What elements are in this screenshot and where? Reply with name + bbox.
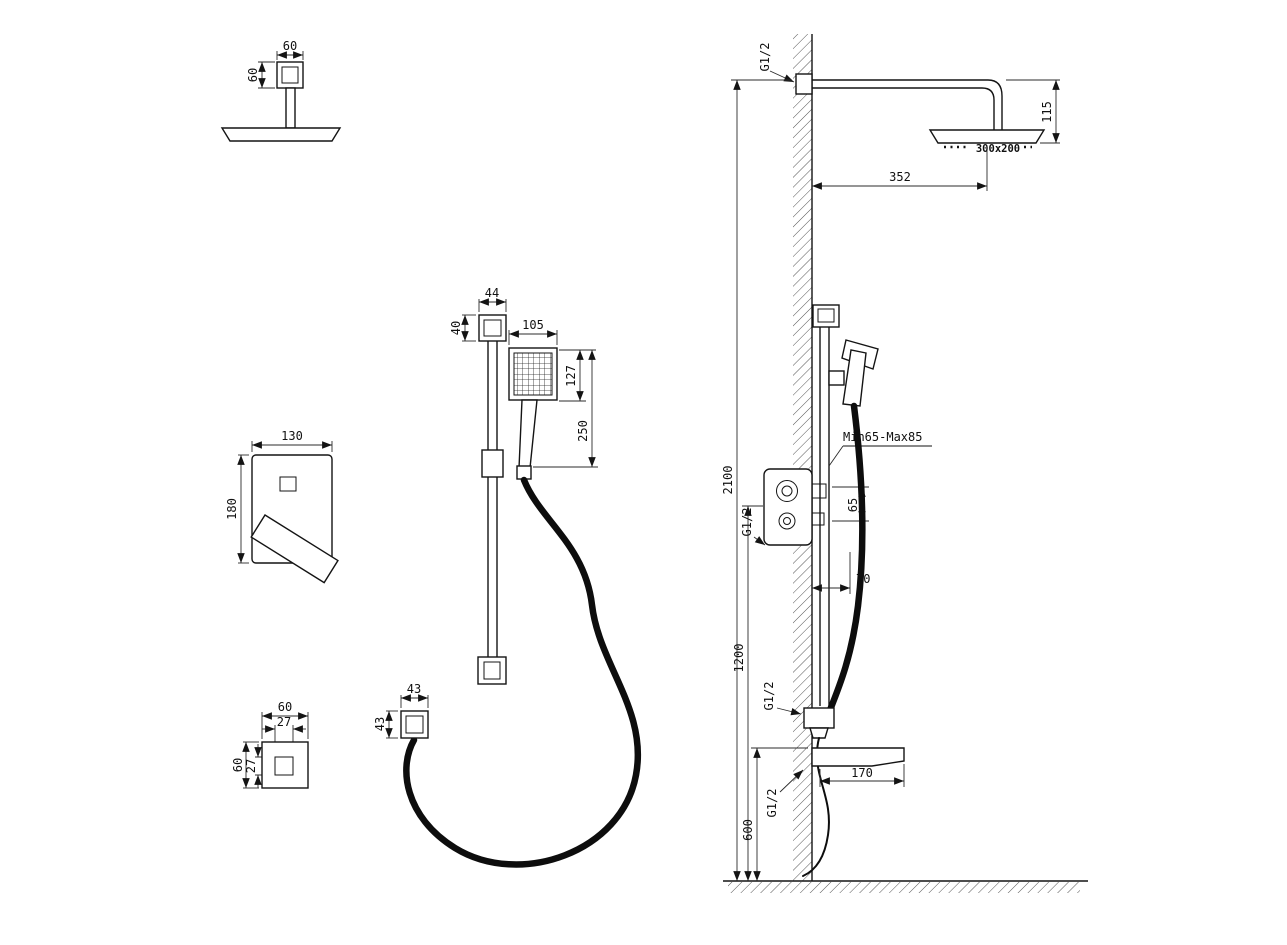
rain-shower-head-side	[928, 129, 1046, 144]
dim-label-spout-inner-height: 27	[244, 759, 258, 773]
dim-label-mixer-height-from-floor: 1200	[732, 644, 746, 673]
overhead-shower-head-detail: 60 60	[220, 39, 342, 142]
mixer-diverter-button	[279, 476, 297, 492]
dim-label-bracket-height: 40	[449, 321, 463, 335]
floor-hatch	[728, 882, 1080, 893]
rail-slider	[481, 449, 504, 478]
hose-nut	[400, 710, 429, 739]
mixer-knob-lower	[778, 512, 796, 530]
label-g12-supply: G1/2	[758, 43, 772, 72]
dim-label-handshower-head-height: 127	[564, 365, 578, 387]
shower-hose	[403, 476, 641, 868]
hand-shower-handle	[518, 399, 538, 469]
dim-label-handshower-width: 105	[522, 318, 544, 332]
label-adjust-range: Min65-Max85	[843, 430, 922, 444]
hose-elbow-nut	[809, 727, 829, 739]
dim-label-bracket-width: 44	[485, 286, 499, 300]
overhead-shower-plate	[220, 127, 342, 142]
mixer-handle-lever	[250, 514, 339, 584]
wall-hatch	[793, 34, 812, 881]
label-g12-mixer: G1/2	[740, 508, 754, 537]
spout-waterway	[274, 756, 294, 776]
hand-shower-holder	[828, 370, 845, 386]
bath-spout-side	[811, 747, 905, 767]
rail-top-bracket	[478, 314, 507, 342]
mixer-front-detail: 130 180	[225, 429, 339, 584]
rail-bottom-bracket	[477, 656, 507, 685]
dim-label-spout-height-from-floor: 600	[741, 819, 755, 841]
dim-label-mixer-height: 180	[225, 498, 239, 520]
dim-label-spout-inner-width: 27	[277, 715, 291, 729]
supply-connection	[795, 73, 813, 95]
wall-rail-top-bracket	[812, 304, 840, 328]
dim-label-head-reach: 352	[889, 170, 911, 184]
dim-label-spout-length: 170	[851, 766, 873, 780]
dim-label-spout-outer-width: 60	[278, 700, 292, 714]
installation-elevation-view: G1/2 300x200 115 352 2100	[721, 34, 1088, 893]
mixer-body-side	[763, 468, 813, 546]
hand-shower-spray-face	[513, 352, 553, 396]
shower-hose-elevation	[826, 402, 866, 714]
dim-label-arm-height: 60	[246, 68, 260, 82]
label-g12-hose: G1/2	[762, 682, 776, 711]
shower-arm-elbow	[276, 61, 304, 89]
dim-label-handshower-length: 250	[576, 420, 590, 442]
dim-label-arm-width: 60	[283, 39, 297, 53]
dim-label-head-drop: 115	[1040, 101, 1054, 123]
dim-label-knob-gap: 65	[846, 498, 860, 512]
label-head-size: 300x200	[976, 143, 1020, 155]
mixer-knob-upper	[776, 480, 798, 502]
spout-section-detail: 60 27 60 27	[231, 700, 309, 789]
dim-label-spout-outer-height: 60	[231, 758, 245, 772]
slide-rail-hand-shower-detail: 44 40 105 127 250 43	[373, 286, 641, 868]
spout-body-section	[261, 741, 309, 789]
label-g12-spout: G1/2	[765, 789, 779, 818]
dim-label-hose-nut-width: 43	[407, 682, 421, 696]
dim-label-mixer-width: 130	[281, 429, 303, 443]
hose-wall-elbow	[803, 707, 835, 729]
dim-label-total-height: 2100	[721, 466, 735, 495]
shower-head-stem	[285, 87, 296, 129]
dim-label-hose-nut-height: 43	[373, 717, 387, 731]
